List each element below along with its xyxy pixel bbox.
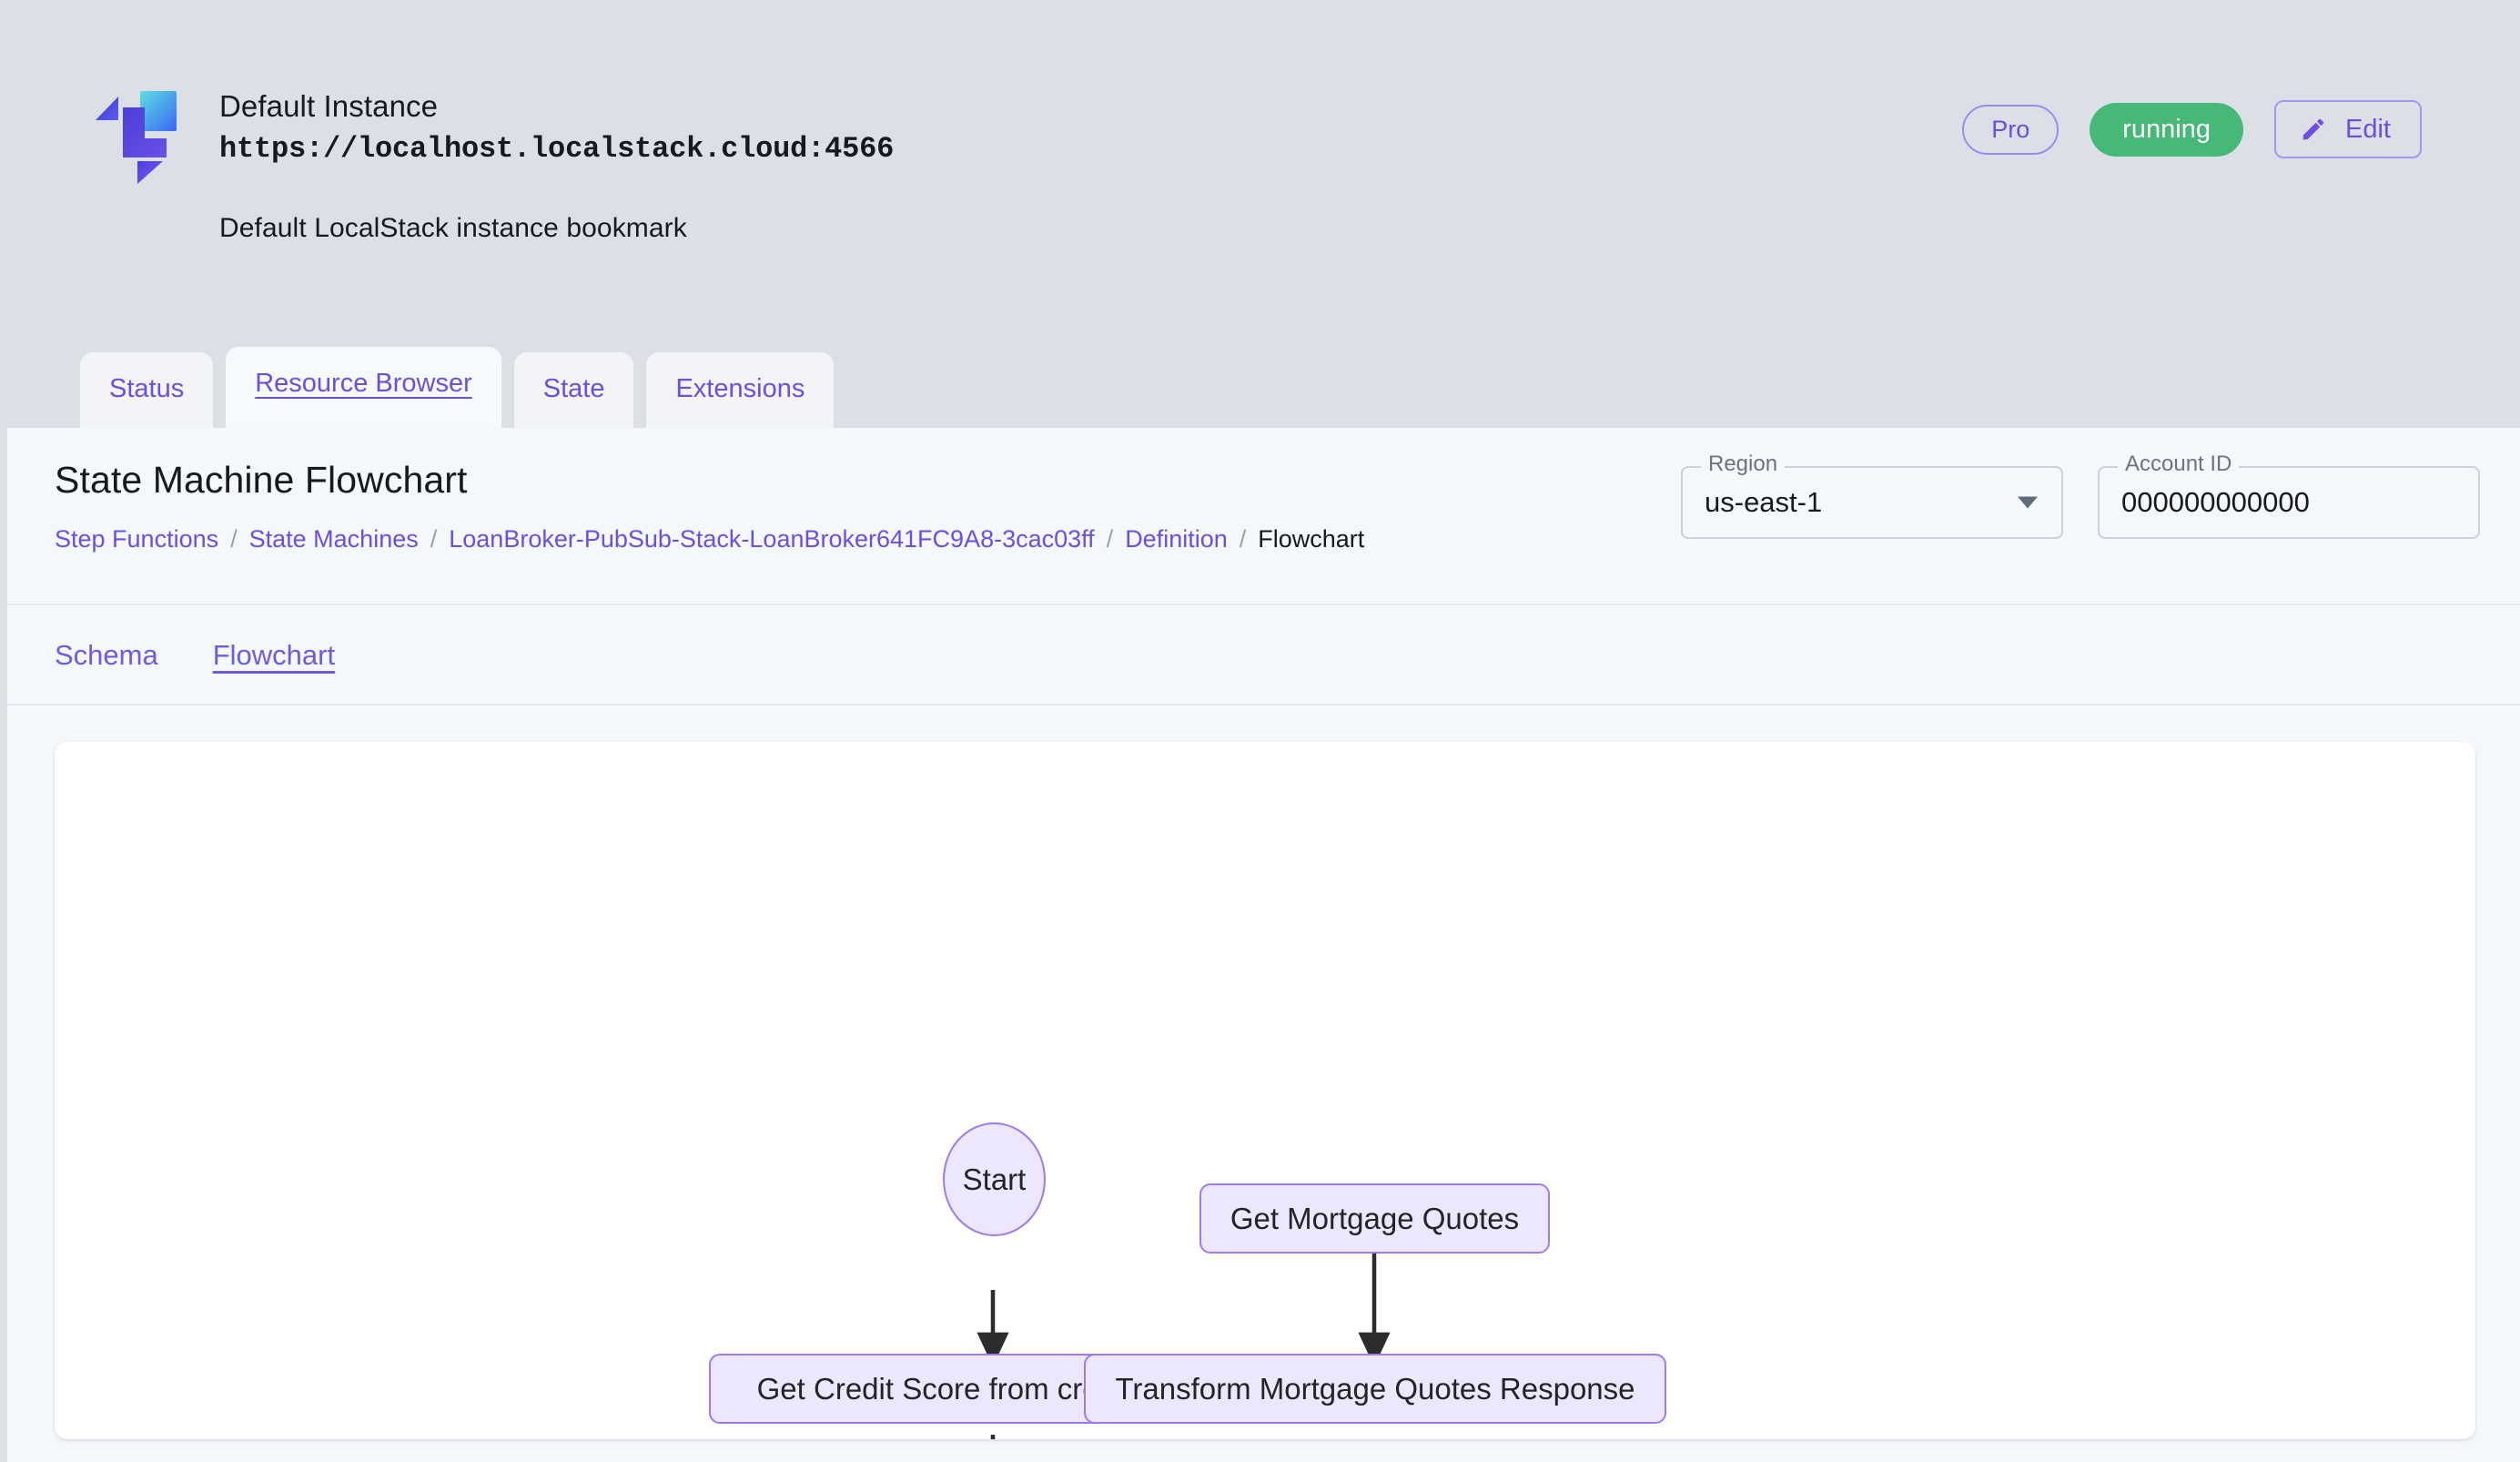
breadcrumb-item-flowchart: Flowchart — [1258, 525, 1365, 553]
header-fields: Region us-east-1 Account ID 000000000000 — [1681, 453, 2480, 539]
breadcrumb-item-step-functions[interactable]: Step Functions — [55, 525, 219, 553]
instance-header: Default Instance https://localhost.local… — [0, 0, 2520, 428]
account-id-field[interactable]: Account ID 000000000000 — [2098, 453, 2480, 539]
breadcrumb-item-state-machines[interactable]: State Machines — [248, 525, 419, 553]
flowchart-edges — [977, 1254, 1391, 1439]
region-value: us-east-1 — [1705, 486, 1823, 518]
pencil-icon — [2300, 116, 2327, 143]
page-header: State Machine Flowchart Step Functions /… — [7, 428, 2520, 605]
tab-status-label: Status — [109, 374, 185, 403]
breadcrumb: Step Functions / State Machines / LoanBr… — [55, 525, 1364, 553]
edit-button-label: Edit — [2345, 114, 2391, 144]
breadcrumb-separator: / — [430, 525, 438, 553]
localstack-logo-icon — [86, 86, 185, 184]
tab-state[interactable]: State — [513, 352, 634, 428]
sub-tab-flowchart[interactable]: Flowchart — [212, 638, 336, 671]
flowchart-canvas[interactable]: Start Get Credit Score from credit burea… — [55, 742, 2475, 1439]
account-id-label: Account ID — [2118, 453, 2240, 475]
sub-tabs: Schema Flowchart — [7, 605, 2520, 706]
breadcrumb-separator: / — [1239, 525, 1247, 553]
instance-summary: Default Instance https://localhost.local… — [86, 80, 894, 244]
tab-resource-browser-label: Resource Browser — [255, 369, 472, 398]
breadcrumb-item-definition[interactable]: Definition — [1125, 525, 1228, 553]
status-badge[interactable]: running — [2090, 102, 2244, 157]
tab-state-label: State — [542, 374, 605, 403]
region-select[interactable]: Region us-east-1 — [1681, 453, 2063, 539]
tab-status[interactable]: Status — [80, 352, 214, 428]
tab-extensions[interactable]: Extensions — [646, 352, 835, 428]
flow-node-start[interactable]: Start — [943, 1122, 1046, 1236]
sub-tab-schema[interactable]: Schema — [55, 638, 158, 671]
instance-description: Default LocalStack instance bookmark — [219, 213, 687, 244]
instance-name: Default Instance — [219, 89, 439, 123]
tab-resource-browser[interactable]: Resource Browser — [226, 347, 501, 428]
tab-extensions-label: Extensions — [675, 374, 805, 403]
breadcrumb-item-state-machine-name[interactable]: LoanBroker-PubSub-Stack-LoanBroker641FC9… — [449, 525, 1095, 553]
breadcrumb-separator: / — [1106, 525, 1114, 553]
breadcrumb-separator: / — [230, 525, 238, 553]
flow-node-transform-mortgage-quotes-response[interactable]: Transform Mortgage Quotes Response — [1084, 1354, 1666, 1424]
region-label: Region — [1701, 453, 1786, 475]
flow-node-get-mortgage-quotes[interactable]: Get Mortgage Quotes — [1199, 1183, 1550, 1254]
content-panel: State Machine Flowchart Step Functions /… — [7, 428, 2520, 1462]
main-tabs: Status Resource Browser State Extensions — [80, 347, 835, 428]
pro-badge[interactable]: Pro — [1962, 104, 2060, 155]
chevron-down-icon — [2018, 496, 2038, 509]
instance-url: https://localhost.localstack.cloud:4566 — [219, 132, 895, 167]
instance-actions: Pro running Edit — [1962, 100, 2422, 158]
page-title: State Machine Flowchart — [55, 459, 468, 501]
edit-button[interactable]: Edit — [2274, 100, 2422, 158]
account-id-value: 000000000000 — [2121, 486, 2310, 518]
